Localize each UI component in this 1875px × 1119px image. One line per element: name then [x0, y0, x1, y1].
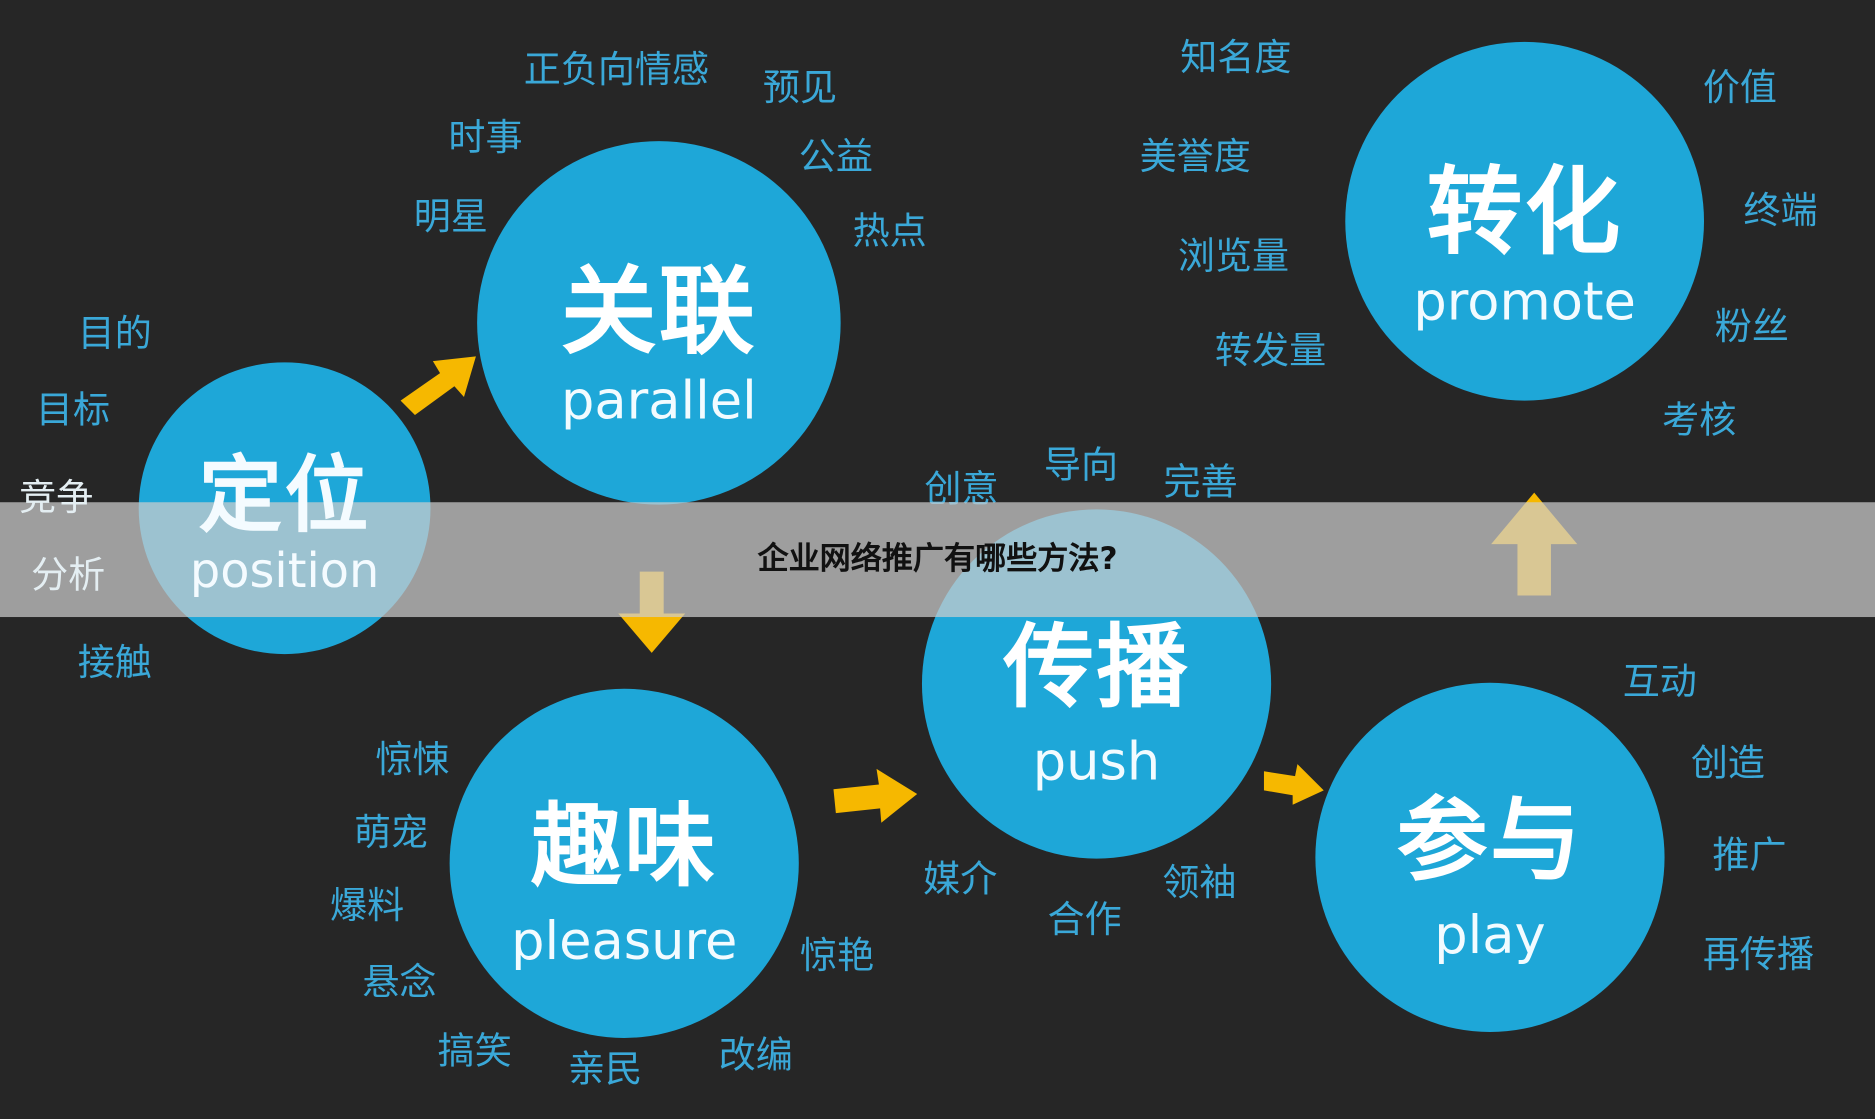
keyword: 预见	[762, 66, 838, 110]
arrow-right-icon	[833, 768, 918, 823]
node-title: 参与	[1396, 786, 1584, 894]
page-title: 企业网络推广有哪些方法?	[757, 541, 1118, 578]
keyword: 目标	[35, 389, 111, 433]
node-title: 趣味	[530, 792, 718, 900]
keyword: 搞笑	[437, 1030, 512, 1074]
node-title: 定位	[198, 446, 371, 545]
keyword: 粉丝	[1714, 305, 1789, 349]
keyword: 惊艳	[799, 934, 875, 978]
node-subtitle: position	[189, 544, 380, 600]
keyword: 互动	[1622, 660, 1697, 704]
keyword: 时事	[448, 116, 523, 160]
keyword: 推广	[1712, 834, 1787, 878]
keyword: 导向	[1043, 444, 1119, 488]
keyword: 萌宠	[353, 811, 429, 855]
node-title: 传播	[1003, 613, 1190, 720]
keyword: 惊悚	[375, 738, 450, 782]
keyword: 浏览量	[1177, 234, 1290, 279]
keyword: 完善	[1163, 460, 1238, 505]
node-promote: 转化 promote	[1345, 41, 1705, 401]
node-subtitle: play	[1434, 905, 1546, 967]
keyword: 转发量	[1214, 329, 1327, 373]
keyword: 价值	[1702, 66, 1777, 110]
node-parallel: 关联 parallel	[477, 141, 841, 505]
keyword: 竞争	[19, 476, 94, 520]
keyword: 媒介	[923, 857, 998, 902]
keyword: 合作	[1047, 898, 1122, 942]
keyword: 创造	[1690, 741, 1766, 786]
node-title: 转化	[1426, 156, 1623, 268]
keyword: 改编	[718, 1033, 793, 1077]
keyword: 公益	[798, 135, 873, 179]
node-subtitle: push	[1032, 731, 1161, 793]
node-subtitle: parallel	[560, 370, 757, 432]
keyword: 明星	[413, 195, 488, 239]
keyword: 分析	[31, 554, 106, 598]
keyword: 考核	[1662, 398, 1737, 442]
keyword: 领袖	[1162, 861, 1237, 905]
keyword: 悬念	[362, 960, 437, 1004]
keyword: 接触	[77, 641, 152, 685]
node-play: 参与 play	[1315, 682, 1665, 1032]
keyword: 再传播	[1702, 933, 1815, 977]
keyword: 美誉度	[1139, 135, 1251, 179]
node-title: 关联	[560, 255, 757, 368]
keyword: 知名度	[1180, 36, 1292, 80]
keyword: 终端	[1743, 189, 1818, 233]
node-pleasure: 趣味 pleasure	[449, 688, 799, 1038]
node-subtitle: promote	[1413, 271, 1636, 333]
arrow-up-right-icon	[400, 356, 476, 415]
keyword: 目的	[77, 312, 152, 356]
keyword: 热点	[852, 209, 927, 253]
keyword: 爆料	[330, 884, 405, 928]
node-subtitle: pleasure	[511, 911, 738, 973]
title-banner: 企业网络推广有哪些方法?	[0, 502, 1875, 618]
keyword: 正负向情感	[523, 48, 710, 92]
arrow-right-icon	[1263, 764, 1324, 805]
keyword: 亲民	[568, 1048, 643, 1092]
